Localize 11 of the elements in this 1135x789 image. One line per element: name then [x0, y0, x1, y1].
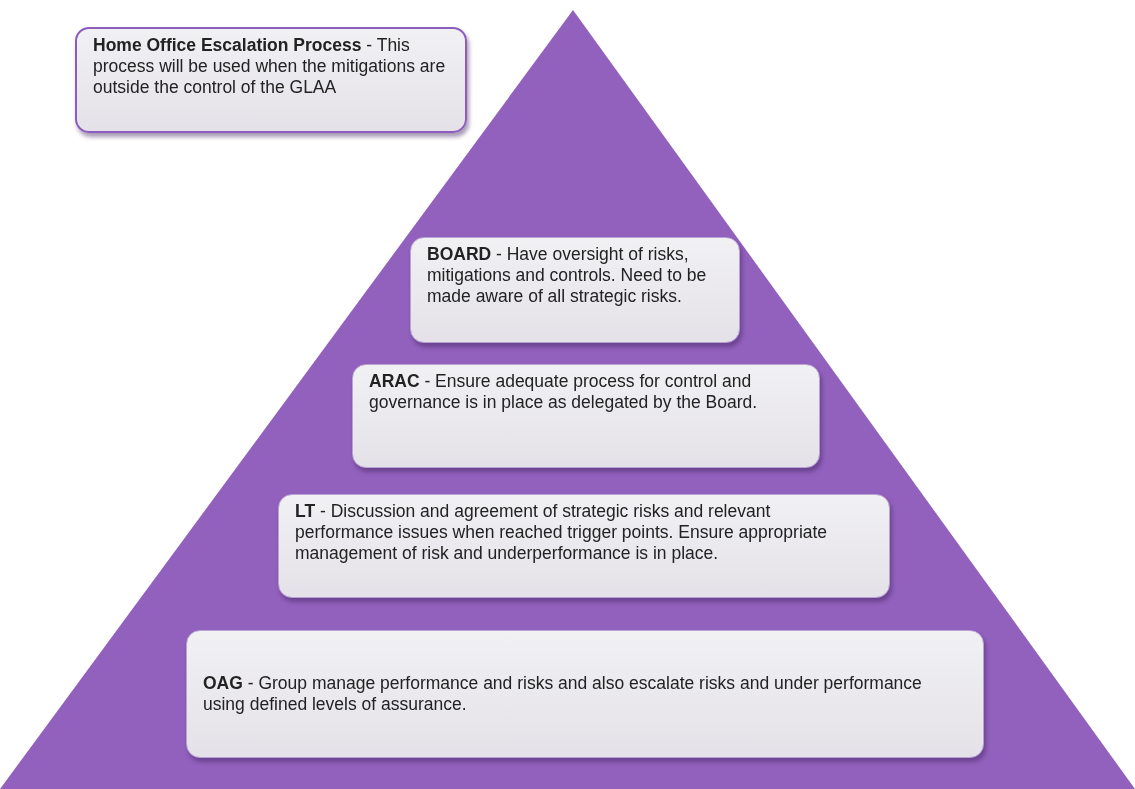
pyramid-shape: [0, 10, 1135, 789]
text-box: [186, 630, 984, 758]
text-box: [278, 494, 890, 598]
text-box: [75, 27, 467, 133]
description-text: BOARD - Have oversight of risks, mitigations and controls. Need to be made aware of all strategic risks.: [427, 244, 708, 307]
text-box: [352, 364, 820, 468]
description-text: OAG - Group manage performance and risks and also escalate risks and under performance using defined levels of assurance.: [203, 673, 923, 715]
description-text: LT - Discussion and agreement of strategic risks and relevant performance issues when reached trigger points. Ensure appropriate management of risk and underperformance is in place.: [295, 501, 829, 564]
description-text: Home Office Escalation Process - This process will be used when the mitigations are outside the control of the GLAA: [93, 35, 447, 98]
text-box: [410, 237, 740, 343]
description-text: ARAC - Ensure adequate process for control and governance is in place as delegated by the Board.: [369, 371, 759, 413]
